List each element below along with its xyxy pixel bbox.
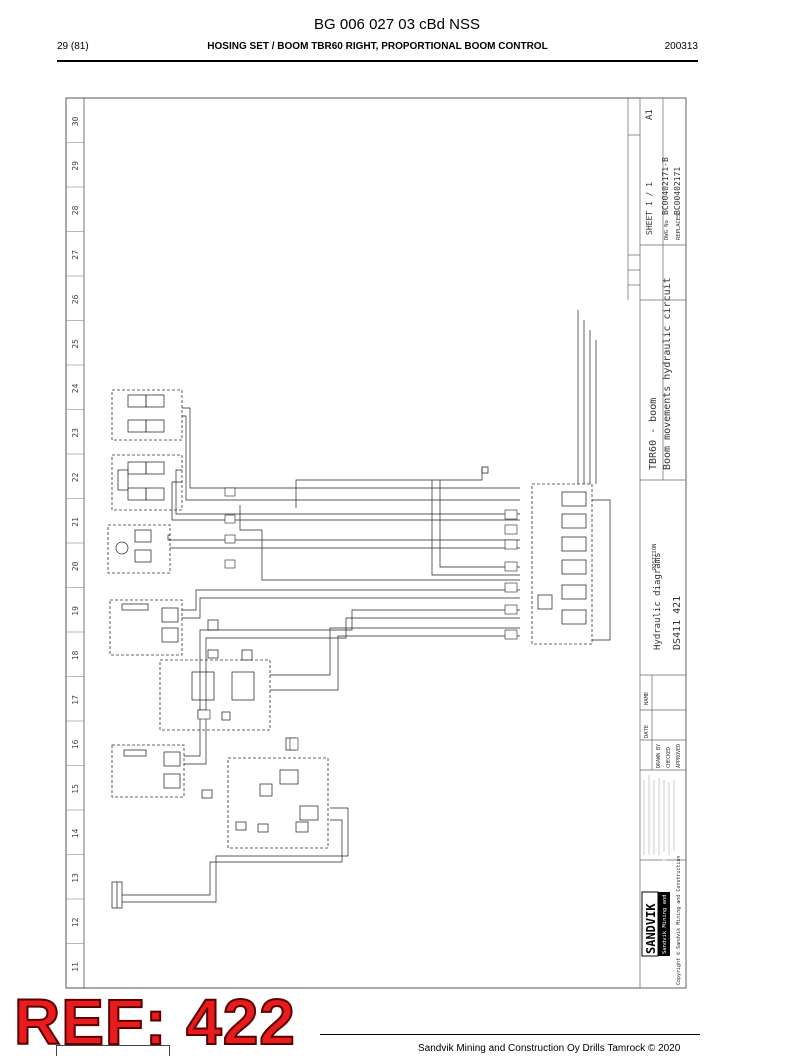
company-sub: Sandvik Mining and Construction xyxy=(662,851,668,954)
title-block xyxy=(627,97,687,989)
name-label: NAME xyxy=(644,692,650,705)
column-number: 13 xyxy=(71,873,80,883)
column-number: 12 xyxy=(71,917,80,927)
replaces-label: REPLACES xyxy=(676,214,682,241)
column-number: 24 xyxy=(71,383,80,393)
section-title: HOSING SET / BOOM TBR60 RIGHT, PROPORTIO… xyxy=(207,41,548,52)
column-number: 17 xyxy=(71,695,80,705)
footer-logo xyxy=(56,1045,170,1056)
approved-label: APPROVED xyxy=(676,744,682,768)
drawing-frame xyxy=(65,97,687,989)
dwg-no-label: DWG No xyxy=(664,220,670,240)
column-number: 20 xyxy=(71,561,80,571)
column-number: 29 xyxy=(71,161,80,171)
column-number: 25 xyxy=(71,339,80,349)
drawing-title-line2: Boom movements hydraulic circuit xyxy=(662,277,673,470)
header-date: 200313 xyxy=(664,41,698,52)
dwg-no: BC00402171-B xyxy=(661,157,670,215)
drawing-sheet: SHEET 1 / 1 xyxy=(645,182,654,235)
footer-text: Sandvik Mining and Construction Oy Drill… xyxy=(418,1043,681,1054)
column-number: 28 xyxy=(71,205,80,215)
footer-divider xyxy=(320,1034,700,1035)
drawing-revision: A1 xyxy=(645,109,655,120)
column-number: 16 xyxy=(71,739,80,749)
schematic-components xyxy=(107,389,593,909)
hydraulic-lines xyxy=(122,310,611,903)
drawing-code: DS411 421 xyxy=(672,596,683,650)
column-number: 27 xyxy=(71,250,80,260)
checked-label: CHECKED xyxy=(666,747,672,768)
column-number: 26 xyxy=(71,294,80,304)
column-number: 23 xyxy=(71,428,80,438)
column-number: 18 xyxy=(71,650,80,660)
drawing-category: Hydraulic diagrams xyxy=(653,552,663,650)
column-number: 14 xyxy=(71,828,80,838)
copyright: Copyright © Sandvik Mining and Construct… xyxy=(676,856,682,985)
column-number: 19 xyxy=(71,606,80,616)
column-number: 22 xyxy=(71,472,80,482)
document-title: BG 006 027 03 cBd NSS xyxy=(314,16,480,33)
column-number: 15 xyxy=(71,784,80,794)
reference-watermark: REF: 422 xyxy=(13,986,296,1058)
company-logo-text: SANDVIK xyxy=(644,903,658,954)
header-row: 29 (81) HOSING SET / BOOM TBR60 RIGHT, P… xyxy=(57,41,698,57)
drawing-title-line1: TBR60 - boom xyxy=(648,398,659,470)
position-label: POSITION xyxy=(652,544,658,571)
drawn-by-label: DRAWN BY xyxy=(656,744,662,768)
header-divider xyxy=(57,60,698,62)
column-number: 21 xyxy=(71,517,80,527)
replaces: BC00402171 xyxy=(673,167,682,215)
column-number: 30 xyxy=(71,116,80,126)
page-number: 29 (81) xyxy=(57,41,89,52)
column-number: 11 xyxy=(71,962,80,972)
date-label: DATE xyxy=(644,725,650,738)
